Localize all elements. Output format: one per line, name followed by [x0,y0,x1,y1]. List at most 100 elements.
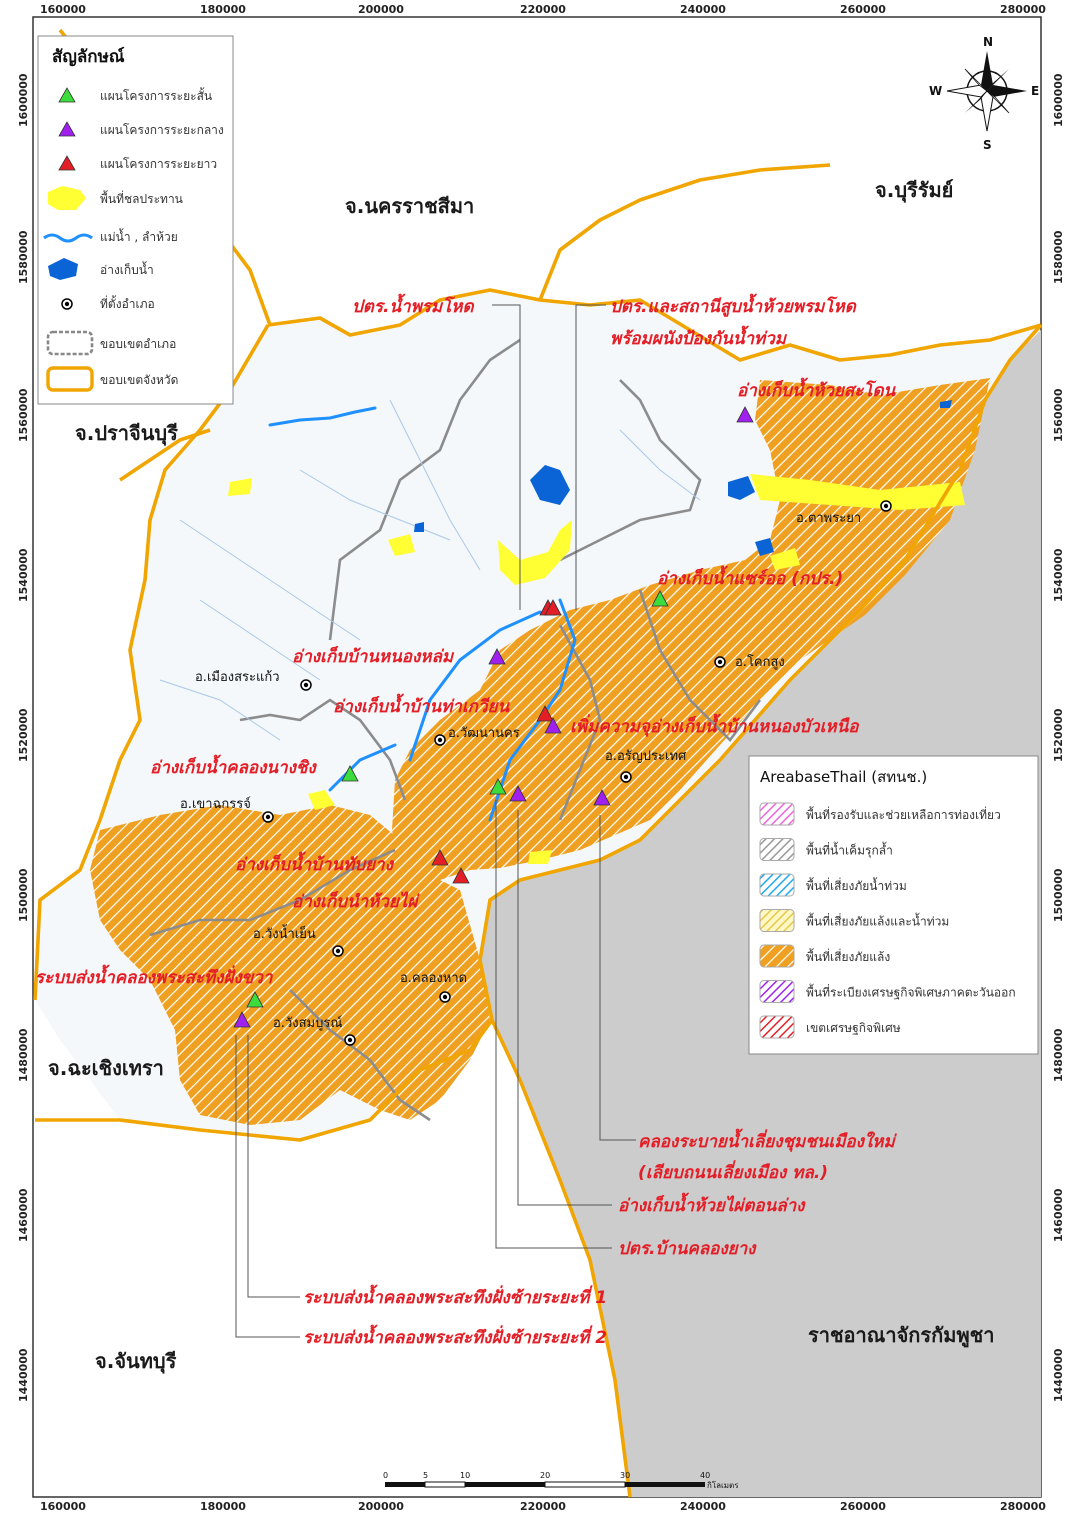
y-tick-label: 1580000 [1052,230,1065,284]
x-tick-label: 160000 [40,1500,86,1513]
project-label: ปตร.บ้านคลองยาง [618,1239,757,1259]
x-tick-label: 160000 [40,3,86,16]
x-tick-label: 240000 [680,1500,726,1513]
marker-short-term [651,590,669,607]
scale-tick: 40 [700,1471,710,1480]
project-labels: ปตร.น้ำพรมโหด ปตร.และสถานีสูบน้ำห้วยพรมโ… [35,293,898,1348]
x-tick-label: 280000 [1000,1500,1046,1513]
legend-item-label: แม่น้ำ , ลำห้วย [100,228,178,244]
district-watthana-nakhon: อ.วัฒนานคร [434,726,520,746]
scale-tick: 0 [383,1471,388,1480]
project-label: อ่างเก็บน้ำห้วยไผ่ตอนล่าง [618,1192,806,1216]
y-tick-label: 1460000 [17,1188,30,1242]
drought-risk-area-south [90,805,490,1125]
areabase-item-label: พื้นที่ระเบียงเศรษฐกิจพิเศษภาคตะวันออก [806,984,1016,1000]
legend-title: สัญลักษณ์ [52,46,125,67]
district-label: อ.วังสมบูรณ์ [273,1015,342,1031]
district-label: อ.วัฒนานคร [448,726,520,741]
marker-mid-term [593,789,611,806]
legend-item-label: พื้นที่ชลประทาน [100,190,183,206]
legend-item-label: ที่ตั้งอำเภอ [100,295,155,311]
areabase-swatch [759,873,795,897]
project-label: พร้อมผนังป้องกันน้ำท่วม [610,325,788,349]
district-label: อ.วังน้ำเย็น [253,924,316,942]
drought-risk-area-east [392,378,990,900]
y-tick-label: 1480000 [17,1028,30,1082]
marker-long-term [536,705,554,722]
y-ticks-right: 1600000158000015600001540000152000015000… [1052,73,1065,1402]
project-label: อ่างเก็บน้ำบ้านทับยาง [235,851,395,875]
compass-rose: N S E W [929,35,1039,152]
scale-unit: กิโลเมตร [707,1480,739,1490]
district-label: อ.เขาฉกรรจ์ [180,796,251,812]
province-chanthaburi: จ.จันทบุรี [95,1349,177,1374]
areabase-item-label: พื้นที่เสี่ยงภัยน้ำท่วม [806,877,907,893]
y-tick-label: 1540000 [1052,548,1065,602]
province-chachoengsao: จ.ฉะเชิงเทรา [48,1056,164,1080]
legend: สัญลักษณ์ แผนโครงการระยะสั้น แผนโครงการร… [37,35,234,405]
areabase-item-label: พื้นที่รองรับและช่วยเหลือการท่องเที่ยว [806,806,1001,822]
district-label: อ.ตาพระยา [796,511,861,526]
y-tick-label: 1540000 [17,548,30,602]
marker-short-term [246,991,264,1008]
legend-item-label: แผนโครงการระยะสั้น [100,87,212,103]
x-tick-label: 260000 [840,1500,886,1513]
legend-symbol-district-boundary [46,330,94,356]
project-label: ปตร.และสถานีสูบน้ำห้วยพรมโหด [610,293,857,317]
legend-item-label: แผนโครงการระยะกลาง [100,123,224,137]
x-tick-label: 240000 [680,3,726,16]
areabase-swatch [759,1015,795,1039]
areabase-swatch [759,980,795,1003]
district-ta-phraya: อ.ตาพระยา [796,500,892,526]
y-tick-label: 1460000 [1052,1188,1065,1242]
project-markers [233,406,754,1028]
district-wang-sombun: อ.วังสมบูรณ์ [273,1015,356,1046]
country-cambodia: ราชอาณาจักรกัมพูชา [808,1323,994,1349]
reservoirs [414,400,952,556]
areabase-item-label: พื้นที่น้ำเค็มรุกล้ำ [806,842,893,859]
project-label: อ่างเก็บน้ำห้วยสะโดน [737,377,897,401]
x-tick-label: 180000 [200,3,246,16]
district-wang-nam-yen: อ.วังน้ำเย็น [253,924,344,957]
y-tick-label: 1440000 [1052,1348,1065,1402]
y-tick-label: 1440000 [17,1348,30,1402]
areabase-swatch [759,944,795,968]
project-label: คลองระบายน้ำเลี่ยงชุมชนเมืองใหม่ [638,1128,898,1152]
y-tick-label: 1480000 [1052,1028,1065,1082]
irrigation-areas [228,474,965,864]
legend-item-label: อ่างเก็บน้ำ [100,261,154,277]
district-label: อ.โคกสูง [735,654,785,670]
areabase-item-label: พื้นที่เสี่ยงภัยแล้งและน้ำท่วม [806,913,949,929]
project-label: ระบบส่งน้ำคลองพระสะทึงฝั่งขวา [35,964,274,988]
district-label: อ.คลองหาด [400,971,467,986]
y-tick-label: 1600000 [1052,73,1065,127]
project-label: เพิ่มความจุอ่างเก็บน้ำบ้านหนองบัวเหนือ [570,713,860,737]
district-mueang-sa-kaeo: อ.เมืองสระแก้ว [195,669,312,691]
compass-w: W [929,84,942,98]
marker-long-term [544,599,562,616]
y-ticks-left: 1600000158000015600001540000152000015000… [17,73,30,1402]
y-tick-label: 1580000 [17,230,30,284]
scale-tick: 5 [423,1471,428,1480]
y-tick-label: 1560000 [1052,388,1065,442]
scale-tick: 30 [620,1471,630,1480]
district-khlong-hat: อ.คลองหาด [400,971,467,1003]
x-tick-label: 220000 [520,1500,566,1513]
areabase-swatch [759,909,795,932]
district-boundaries [149,338,762,1122]
scale-bar: 0 5 10 20 30 40 กิโลเมตร [383,1471,739,1490]
rivers [268,406,577,822]
areabase-item-label: พื้นที่เสี่ยงภัยแล้ง [806,948,890,964]
marker-mid-term [736,406,754,423]
x-tick-label: 220000 [520,3,566,16]
areabase-legend: AreabaseThail (สทนช.) พื้นที่รองรับและช่… [748,755,1039,1055]
compass-e: E [1031,84,1039,98]
province-buriram: จ.บุรีรัมย์ [875,178,953,203]
district-label: อ.เมืองสระแก้ว [195,669,280,685]
project-label: อ่างเก็บน้ำคลองนางชิง [150,754,317,778]
project-label: อ่างเก็บบ้านหนองหล่ม [292,645,455,667]
project-label: อ่างเก็บน้ำบ้านท่าเกวียน [333,693,510,717]
y-tick-label: 1520000 [1052,708,1065,762]
legend-symbol-province-boundary [46,366,94,392]
